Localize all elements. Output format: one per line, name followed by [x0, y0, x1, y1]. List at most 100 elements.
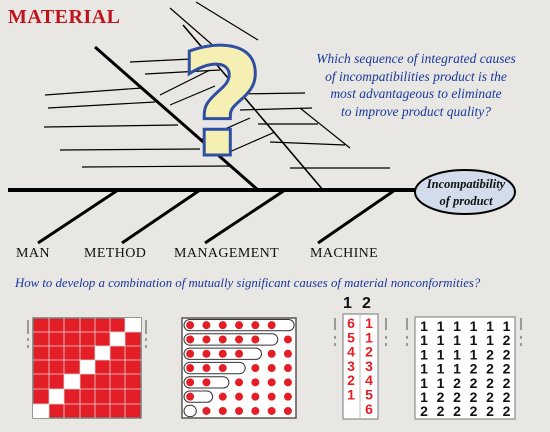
matrix-dot [202, 349, 211, 358]
question-line-4: to improve product quality? [340, 103, 492, 119]
main-question: Which sequence of integrated causes of i… [300, 50, 532, 120]
question-mark-icon: ? [179, 18, 265, 190]
upper-branches [129, 1, 390, 169]
matrix-dot [186, 335, 195, 344]
matrix-number: 1 [453, 318, 461, 334]
fish-head [414, 169, 516, 215]
sequence-number: 4 [347, 344, 355, 360]
matrix-dot [218, 349, 227, 358]
matrix-dot [283, 378, 292, 387]
matrix-number: 1 [437, 375, 445, 391]
lower-bones [37, 188, 396, 245]
matrix-number: 2 [437, 403, 445, 419]
matrix-dot [267, 349, 276, 358]
matrix-dot [202, 378, 211, 387]
matrix-dot [283, 406, 292, 415]
dot-row-pill [183, 333, 279, 346]
matrix-number: 1 [420, 389, 428, 405]
sequence-number: 6 [365, 401, 373, 417]
matrix-number: 2 [503, 346, 511, 362]
matrix-number: 2 [470, 389, 478, 405]
matrix-number: 1 [437, 346, 445, 362]
matrix-number: 2 [453, 375, 461, 391]
dot-row-pill [183, 347, 262, 360]
matrix-dot [186, 378, 195, 387]
matrix-number: 2 [453, 389, 461, 405]
matrix-dot [235, 321, 244, 330]
question-line-2: of incompatibilities product is the [325, 68, 507, 84]
matrix-dot [267, 321, 276, 330]
category-man: MAN [16, 246, 50, 261]
matrix-dot [251, 335, 260, 344]
matrix-number: 2 [486, 403, 494, 419]
matrix-number: 1 [470, 346, 478, 362]
sequence-number: 1 [365, 315, 373, 331]
sequence-header-2: 2 [362, 295, 371, 312]
matrix-dot [235, 392, 244, 401]
sequence-number: 6 [347, 315, 355, 331]
bottom-question: How to develop a combination of mutually… [15, 276, 481, 290]
matrix-number: 2 [486, 375, 494, 391]
matrix-number: 1 [437, 361, 445, 377]
sequence-number: 5 [347, 329, 355, 345]
question-line-3: most advantageous to eliminate [330, 86, 502, 101]
matrix-dot [186, 321, 195, 330]
dot-row-pill [183, 404, 197, 418]
diagram-title: MATERIAL [8, 6, 121, 28]
matrix-number: 2 [503, 403, 511, 419]
sequence-column [334, 313, 387, 420]
matrix-dot [186, 392, 195, 401]
matrix-dot [218, 364, 227, 373]
matrix-dot [186, 364, 195, 373]
matrix-dot [218, 406, 227, 415]
matrix-number: 1 [453, 361, 461, 377]
matrix-number: 1 [420, 318, 428, 334]
matrix-dot [235, 378, 244, 387]
dot-row-pill [183, 361, 246, 375]
matrix-number: 1 [486, 318, 494, 334]
sequence-number: 4 [365, 372, 373, 388]
matrix-number: 1 [486, 332, 494, 348]
effect-line-2: of product [439, 194, 493, 208]
matrix-number: 1 [420, 375, 428, 391]
matrix-dot [283, 349, 292, 358]
matrix-dot [267, 364, 276, 373]
matrix-number: 2 [486, 361, 494, 377]
matrix-number: 1 [470, 318, 478, 334]
dot-matrix [181, 317, 297, 419]
sequence-number: 3 [365, 358, 373, 374]
matrix-number: 2 [470, 403, 478, 419]
matrix-number: 1 [420, 332, 428, 348]
matrix-dot [283, 364, 292, 373]
matrix-dot [267, 378, 276, 387]
matrix-dot [202, 335, 211, 344]
sequence-number: 2 [365, 344, 373, 360]
matrix-dot [251, 406, 260, 415]
red-matrix [27, 317, 147, 419]
sequence-number: 1 [365, 329, 373, 345]
matrix-dot [235, 349, 244, 358]
question-line-1: Which sequence of integrated causes [316, 51, 516, 66]
sequence-number: 2 [347, 372, 355, 388]
matrix-number: 1 [437, 318, 445, 334]
matrix-number: 1 [420, 346, 428, 362]
category-method: METHOD [84, 246, 147, 261]
matrix-dot [218, 321, 227, 330]
matrix-number: 1 [437, 332, 445, 348]
matrix-dot [218, 335, 227, 344]
matrix-number: 2 [503, 375, 511, 391]
dot-row-pill [183, 390, 214, 403]
matrix-number: 2 [503, 332, 511, 348]
matrix-number: 2 [470, 361, 478, 377]
dot-row-pill [183, 376, 230, 389]
matrix-dot [218, 392, 227, 401]
matrix-number: 2 [453, 403, 461, 419]
matrix-number: 1 [470, 332, 478, 348]
matrix-dot [202, 364, 211, 373]
matrix-number: 2 [437, 389, 445, 405]
matrix-dot [283, 335, 292, 344]
matrix-number: 1 [453, 346, 461, 362]
matrix-number: 1 [503, 318, 511, 334]
